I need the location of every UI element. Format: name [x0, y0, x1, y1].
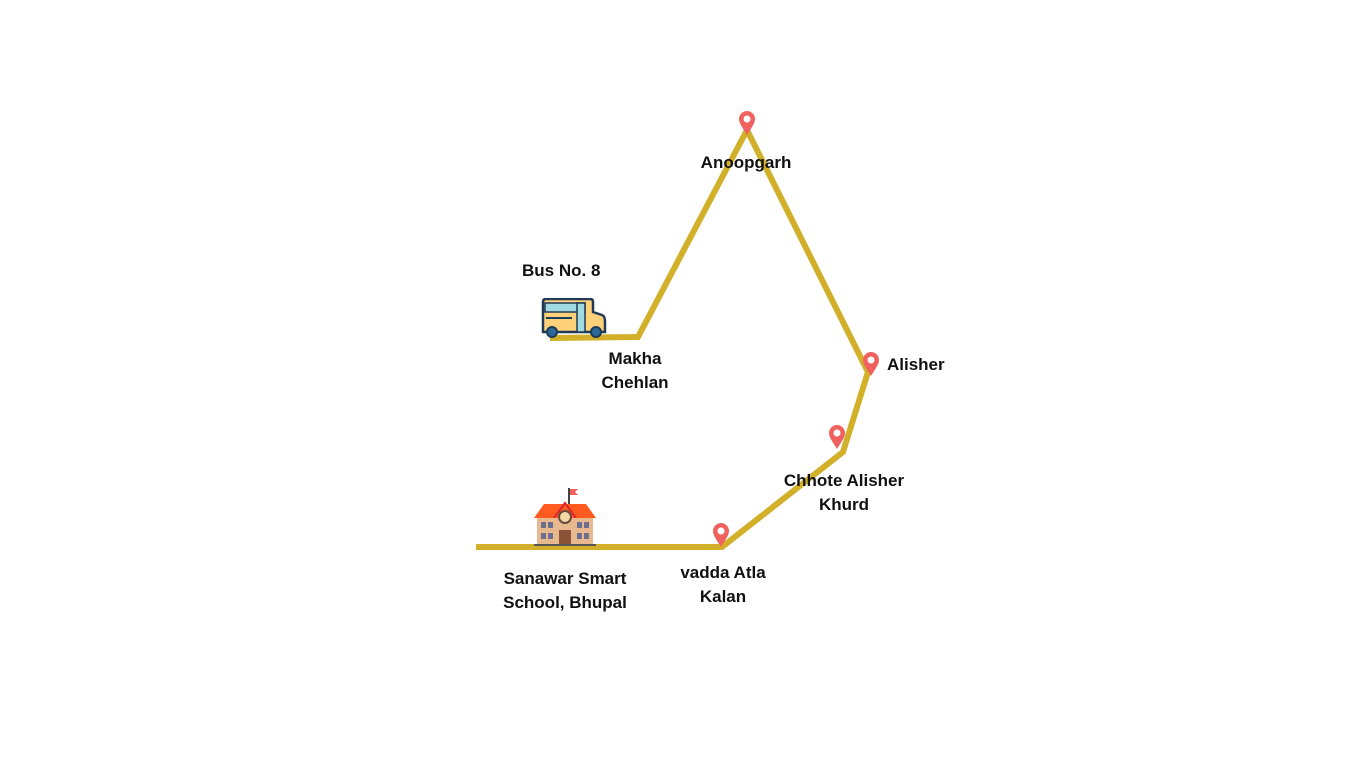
- stop-name-line1: vadda Atla: [680, 563, 766, 582]
- map-pin-icon-chhote-alisher: [829, 425, 845, 449]
- stop-name-line1: Makha: [608, 349, 662, 368]
- bus-icon: [541, 298, 607, 338]
- destination-name-line2: School, Bhupal: [503, 593, 627, 612]
- stop-name-line2: Khurd: [818, 495, 870, 514]
- school-icon: [534, 488, 596, 546]
- stop-label-alisher: Alisher: [887, 355, 945, 374]
- bus-label: Bus No. 8: [522, 261, 601, 280]
- stop-name-line2: Chehlan: [601, 373, 669, 392]
- stop-label-anoopgarh: Anoopgarh: [700, 153, 792, 172]
- map-pin-icon-vadda-atla: [713, 523, 729, 547]
- destination-label-school: Sanawar Smart School, Bhupal: [490, 567, 640, 615]
- stop-name-line1: Chhote Alisher: [783, 471, 905, 490]
- destination-name-line1: Sanawar Smart: [503, 569, 627, 588]
- stop-label-chhote-alisher-khurd: Chhote Alisher Khurd: [774, 469, 914, 517]
- stop-name-line2: Kalan: [699, 587, 747, 606]
- stop-label-makha-chehlan: Makha Chehlan: [596, 347, 674, 395]
- map-pin-icon-alisher: [863, 352, 879, 376]
- stop-label-vadda-atla-kalan: vadda Atla Kalan: [668, 561, 778, 609]
- map-pin-icon-anoopgarh: [739, 111, 755, 135]
